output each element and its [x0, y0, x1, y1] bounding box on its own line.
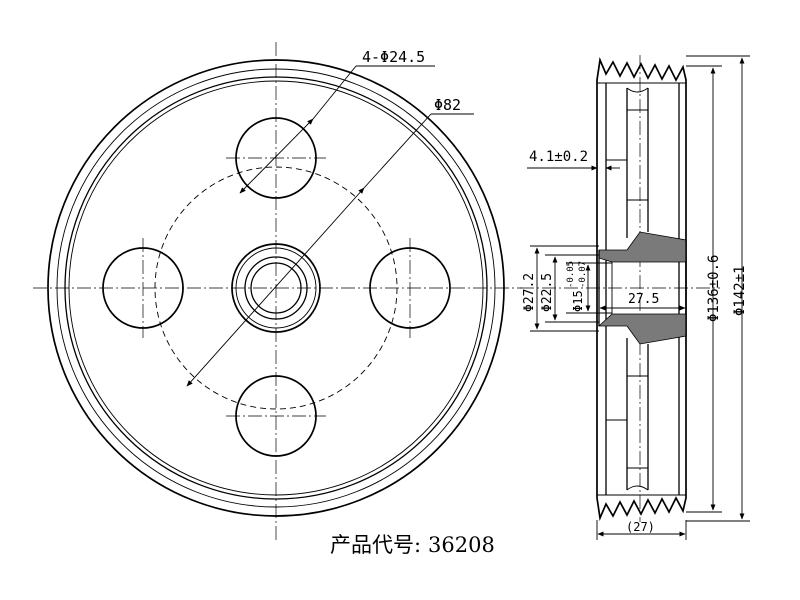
caption: 产品代号: 36208 — [330, 533, 495, 557]
groove-depth-label: 4.1±0.2 — [529, 149, 588, 165]
hub-section-top — [598, 231, 687, 263]
hole-left — [102, 238, 184, 338]
section-view: 4.1±0.2 Φ27.2 Φ22.5 Φ15 -0.05 -0.07 27.5… — [520, 55, 750, 540]
product-code-label: 产品代号: — [330, 533, 421, 557]
hole-dimension-label: 4-Φ24.5 — [362, 48, 425, 66]
groove-diameter-label: Φ136±0.6 — [706, 255, 722, 322]
web-fillet-bottom — [626, 485, 649, 491]
rim-circle-4 — [68, 80, 484, 496]
outer-rim-circle — [47, 59, 505, 517]
hub-inner-diameter-label: Φ22.5 — [540, 273, 555, 312]
web-fillet-top — [626, 87, 649, 93]
hub-length-label: 27.5 — [628, 292, 659, 307]
pitch-circle — [154, 166, 398, 410]
front-view: 4-Φ24.5 Φ82 — [33, 42, 522, 540]
hole-dimension-line — [239, 118, 314, 194]
hub-section-bottom — [597, 313, 687, 345]
pcd-dimension-line — [186, 187, 365, 387]
rim-circle-3 — [64, 76, 488, 500]
bore-diameter-label: Φ15 — [571, 290, 585, 312]
pcd-leader — [363, 113, 432, 189]
pcd-dimension-label: Φ82 — [434, 96, 461, 114]
product-code-value: 36208 — [428, 533, 495, 557]
bore-tolerance-upper: -0.05 — [566, 261, 576, 288]
outer-diameter-label: Φ142±1 — [732, 265, 748, 316]
bore-tolerance-lower: -0.07 — [578, 261, 588, 288]
overall-width-label: (27) — [626, 520, 655, 534]
hub-outer-diameter-label: Φ27.2 — [522, 273, 537, 312]
rim-profile — [596, 56, 687, 522]
hole-leader — [312, 65, 357, 120]
rim-circle-2 — [56, 68, 496, 508]
hole-right — [369, 238, 451, 338]
